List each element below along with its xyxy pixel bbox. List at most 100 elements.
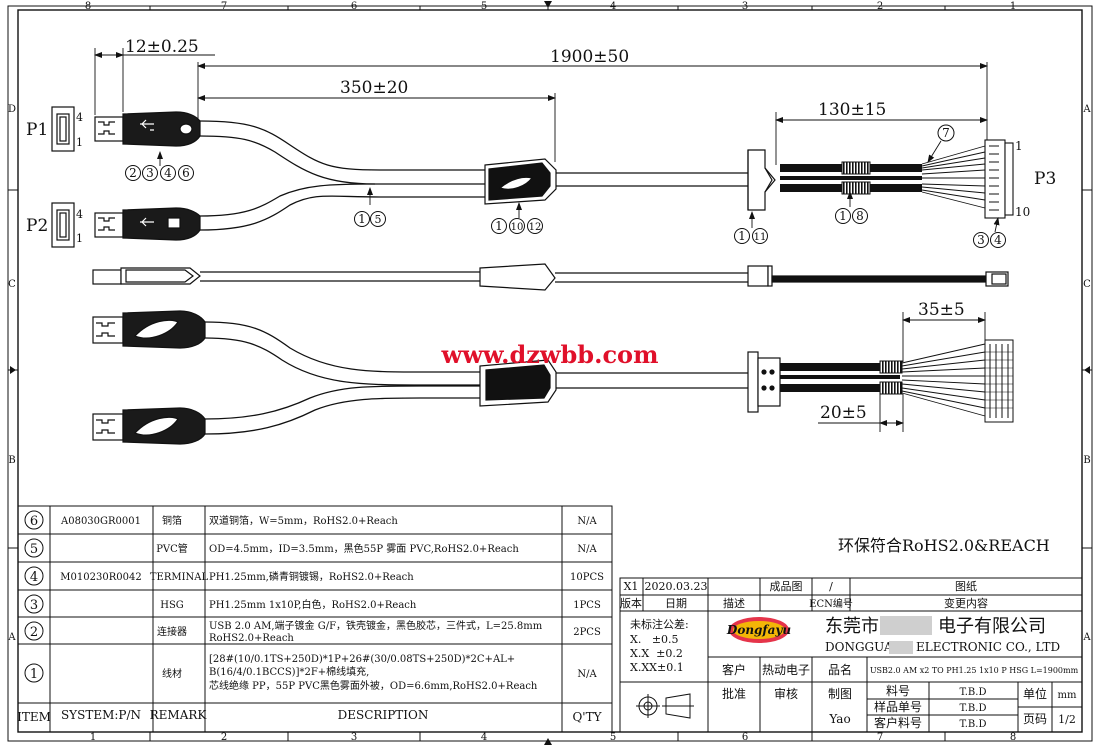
svg-text:描述: 描述 (723, 596, 745, 610)
svg-text:8: 8 (85, 1, 91, 12)
y-splitter-bottom (479, 359, 557, 407)
svg-text:ELECTRONIC CO., LTD: ELECTRONIC CO., LTD (916, 640, 1060, 654)
svg-text:X.XX±0.1: X.XX±0.1 (630, 661, 684, 674)
svg-text:页码: 页码 (1023, 712, 1047, 726)
svg-text:2020.03.23: 2020.03.23 (645, 580, 708, 593)
label-p1: P1 (26, 120, 48, 140)
svg-text:10: 10 (1015, 205, 1030, 219)
company-logo: Dongfayu (726, 617, 791, 643)
compliance-note: 环保符合RoHS2.0&REACH (838, 536, 1050, 555)
svg-text:B: B (8, 455, 15, 466)
svg-text:单位: 单位 (1023, 686, 1047, 701)
svg-text:SYSTEM:P/N: SYSTEM:P/N (61, 708, 141, 722)
svg-text:批准: 批准 (722, 686, 746, 701)
svg-text:4: 4 (30, 570, 38, 585)
svg-text:B: B (1083, 455, 1090, 466)
balloon-1d: 1 (839, 209, 847, 223)
svg-text:B(16/4/0.1BCCS)]*2F+棉线填充,: B(16/4/0.1BCCS)]*2F+棉线填充, (209, 665, 369, 678)
balloon-7: 7 (942, 126, 950, 140)
svg-text:2: 2 (221, 732, 227, 743)
svg-text:T.B.D: T.B.D (960, 719, 987, 730)
svg-text:1PCS: 1PCS (573, 600, 601, 611)
balloon-11: 11 (754, 232, 767, 243)
svg-text:2PCS: 2PCS (573, 627, 601, 638)
svg-text:3: 3 (351, 732, 357, 743)
bom-table (17, 505, 613, 733)
svg-text:1: 1 (76, 136, 83, 149)
svg-text:5: 5 (481, 1, 487, 12)
dimension-texts: 12±0.25 1900±50 350±20 130±15 35±5 20±5 (125, 37, 965, 423)
svg-text:连接器: 连接器 (157, 625, 187, 638)
label-p2: P2 (26, 216, 48, 236)
balloon-3: 3 (146, 166, 154, 180)
molded-sleeve-top (747, 149, 776, 211)
svg-text:T.B.D: T.B.D (960, 687, 987, 698)
connector-labels: P1 P2 P3 4 1 4 1 1 10 (26, 111, 1056, 245)
svg-text:日期: 日期 (665, 597, 687, 610)
svg-text:USB 2.0 AM,端子镀金 G/F，铁壳镀金，黑色胶芯，: USB 2.0 AM,端子镀金 G/F，铁壳镀金，黑色胶芯，三件式，L=25.8… (209, 619, 543, 632)
usb-connector-bottom-2 (92, 407, 206, 445)
svg-text:7: 7 (877, 732, 883, 743)
svg-text:双道铜箔，W=5mm，RoHS2.0+Reach: 双道铜箔，W=5mm，RoHS2.0+Reach (209, 514, 398, 527)
svg-text:4: 4 (610, 1, 616, 12)
center-mark-left (10, 366, 16, 374)
usb-connector-bottom-1 (92, 310, 206, 349)
label-p3: P3 (1034, 169, 1056, 189)
svg-text:6: 6 (351, 1, 357, 12)
dim-harness: 130±15 (818, 100, 886, 120)
balloon-callouts: 2 3 4 6 1 5 1 10 12 1 11 1 8 7 3 4 (125, 124, 1006, 248)
svg-text:Dongfayu: Dongfayu (726, 623, 791, 637)
svg-text:1: 1 (1015, 139, 1023, 153)
svg-text:3: 3 (742, 1, 748, 12)
svg-text:X. ±0.5: X. ±0.5 (630, 633, 679, 646)
svg-text:REMARK: REMARK (150, 708, 208, 722)
svg-text:PVC管: PVC管 (156, 542, 188, 555)
center-mark-right (1084, 366, 1090, 374)
svg-text:A08030GR0001: A08030GR0001 (60, 516, 141, 527)
svg-text:线材: 线材 (162, 667, 182, 680)
molded-sleeve-bottom (747, 351, 781, 413)
svg-text:客户料号: 客户料号 (874, 715, 922, 730)
svg-text:A: A (1082, 632, 1091, 643)
balloon-2: 2 (129, 166, 137, 180)
svg-text:10PCS: 10PCS (570, 572, 604, 583)
svg-text:1: 1 (1010, 1, 1016, 12)
cable-assembly-top (199, 120, 748, 231)
balloon-12: 12 (529, 222, 542, 233)
svg-text:mm: mm (1058, 690, 1077, 701)
balloon-8: 8 (856, 209, 864, 223)
svg-text:未标注公差:: 未标注公差: (630, 617, 689, 631)
svg-text:4: 4 (76, 111, 83, 124)
svg-text:1/2: 1/2 (1058, 713, 1076, 726)
usb-connector-p2 (51, 202, 201, 248)
balloon-1a: 1 (358, 212, 366, 226)
cable-side-view (92, 263, 1009, 291)
svg-text:变更内容: 变更内容 (944, 596, 988, 610)
svg-text:ITEM: ITEM (17, 710, 51, 724)
svg-text:芯线绝缘 PP，55P PVC黑色雾面外被，OD=6.6mm: 芯线绝缘 PP，55P PVC黑色雾面外被，OD=6.6mm,RoHS2.0+R… (209, 679, 538, 692)
balloon-4b: 4 (994, 233, 1002, 247)
svg-text:客户: 客户 (722, 662, 746, 677)
svg-text:USB2.0 AM x2 TO PH1.25 1x10 P: USB2.0 AM x2 TO PH1.25 1x10 P HSG L=1900… (870, 666, 1079, 675)
svg-text:1: 1 (30, 667, 38, 682)
svg-text:样品单号: 样品单号 (874, 699, 922, 714)
dim-overall: 1900±50 (550, 47, 629, 67)
svg-text:A: A (1082, 104, 1091, 115)
svg-text:PH1.25mm,磷青铜镀锡，RoHS2.0+Reach: PH1.25mm,磷青铜镀锡，RoHS2.0+Reach (209, 570, 414, 583)
svg-text:2: 2 (30, 625, 38, 640)
svg-text:1: 1 (76, 232, 83, 245)
cable-assembly-bottom (204, 321, 748, 435)
svg-text:料号: 料号 (886, 684, 910, 698)
svg-text:热动电子: 热动电子 (762, 663, 810, 677)
svg-text:Q'TY: Q'TY (572, 710, 602, 724)
balloon-5: 5 (375, 213, 382, 226)
dim-breakout: 350±20 (340, 78, 408, 98)
svg-text:1: 1 (90, 732, 96, 743)
usb-connector-p1 (51, 106, 201, 152)
svg-text:东莞市: 东莞市 (825, 616, 879, 637)
svg-text:T.B.D: T.B.D (960, 703, 987, 714)
svg-text:成品图: 成品图 (770, 580, 803, 593)
svg-text:[28#(10/0.1TS+250D)*1P+26#(30/: [28#(10/0.1TS+250D)*1P+26#(30/0.08TS+250… (209, 654, 515, 665)
watermark-url: www.dzwbb.com (441, 340, 659, 369)
svg-text:X.X ±0.2: X.X ±0.2 (630, 647, 683, 660)
